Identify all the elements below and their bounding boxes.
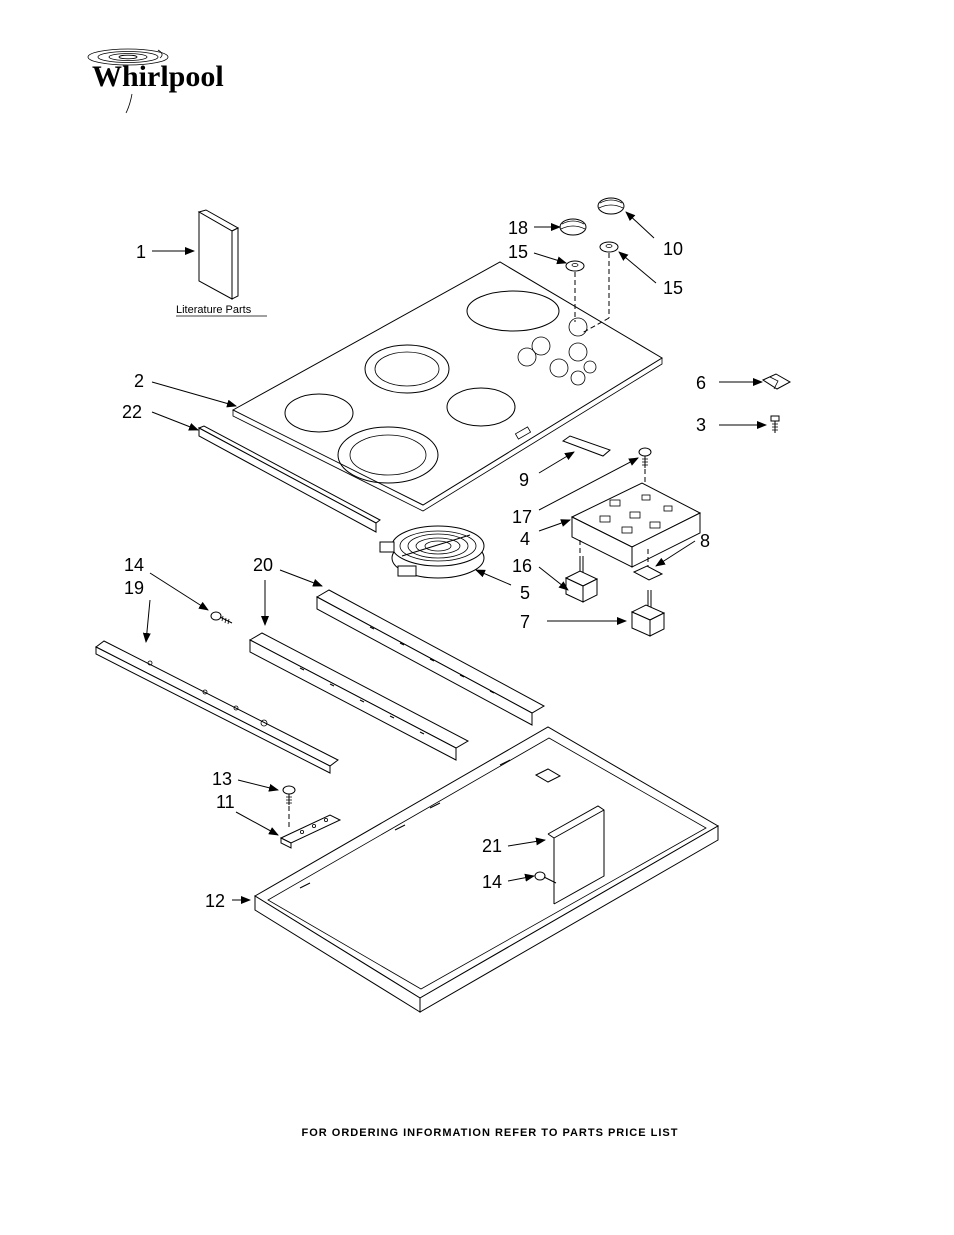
callout-18: 18: [508, 218, 528, 238]
callout-8: 8: [700, 531, 710, 551]
screw-3: [770, 415, 780, 433]
ordering-footer: FOR ORDERING INFORMATION REFER TO PARTS …: [302, 1127, 679, 1139]
rating-label: [561, 435, 611, 457]
side-rail-19: [95, 640, 339, 774]
burner-ring-center: [364, 344, 450, 394]
callout-4: 4: [520, 529, 530, 549]
literature-binder: [197, 209, 240, 300]
callout-13: 13: [212, 769, 232, 789]
callout-15-right: 15: [663, 278, 683, 298]
callout-2: 2: [134, 371, 144, 391]
cooktop-glass: [231, 261, 663, 512]
bracket-21: [547, 805, 605, 905]
callout-3: 3: [696, 415, 706, 435]
knob-seal-right: [599, 241, 619, 253]
bracket-11: [279, 814, 342, 849]
callout-14-left: 14: [124, 555, 144, 575]
callout-16: 16: [512, 556, 532, 576]
callout-10: 10: [663, 239, 683, 259]
rail-20-rear: [315, 589, 546, 726]
callout-11: 11: [216, 792, 235, 812]
spacer-plate: [632, 565, 664, 581]
screw-14-right: [534, 871, 557, 884]
callout-6: 6: [696, 373, 706, 393]
front-trim-strip: [197, 425, 381, 533]
knob-right: [597, 197, 625, 215]
screw-14-left: [210, 611, 233, 625]
radiant-element: [379, 525, 485, 579]
burner-ring-rear-right: [466, 290, 560, 332]
infinite-switch-16: [564, 556, 599, 603]
callout-7: 7: [520, 612, 530, 632]
knob-left: [559, 218, 587, 236]
screw-17: [638, 447, 652, 468]
callout-14-right: 14: [482, 872, 502, 892]
knob-seal-left: [565, 260, 585, 272]
burner-ring-left: [284, 393, 354, 433]
callout-19: 19: [124, 578, 144, 598]
callout-9: 9: [519, 470, 529, 490]
callout-22: 22: [122, 402, 142, 422]
infinite-switch-7: [630, 590, 666, 637]
callout-12: 12: [205, 891, 225, 911]
literature-parts-label: Literature Parts: [176, 304, 252, 316]
callout-20: 20: [253, 555, 273, 575]
control-box: [570, 482, 702, 568]
brand-wordmark: Whirlpool: [92, 60, 224, 93]
callout-15-left: 15: [508, 242, 528, 262]
mounting-clip: [761, 373, 792, 390]
callout-5: 5: [520, 583, 530, 603]
base-pan: [254, 726, 719, 1013]
control-knob-markings: [517, 317, 597, 386]
whirlpool-logo: Whirlpool: [87, 48, 224, 114]
burner-ring-front: [337, 426, 439, 484]
callout-1: 1: [136, 242, 146, 262]
rail-20-front: [248, 632, 470, 761]
callout-21: 21: [482, 836, 502, 856]
callout-17: 17: [512, 507, 532, 527]
burner-ring-right: [446, 387, 516, 427]
screw-13: [282, 785, 296, 805]
